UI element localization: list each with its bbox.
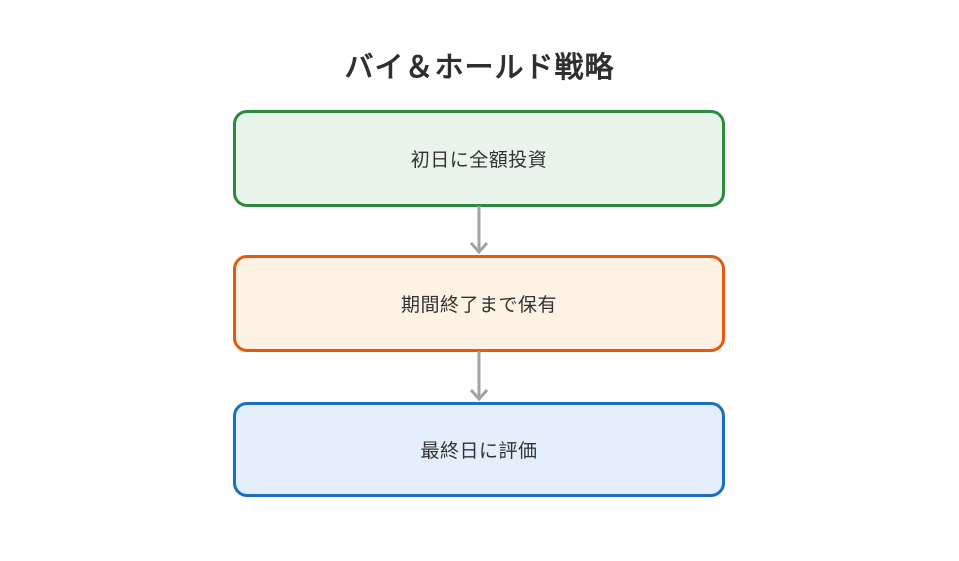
diagram-title: バイ＆ホールド戦略 — [344, 52, 615, 84]
arrow-down-icon — [469, 206, 489, 255]
flow-step-invest-first-day: 初日に全額投資 — [233, 110, 725, 207]
flow-step-invest-first-day-label: 初日に全額投資 — [410, 150, 548, 171]
flow-step-evaluate-final-day: 最終日に評価 — [233, 402, 725, 497]
flow-step-evaluate-final-day-label: 最終日に評価 — [420, 441, 538, 462]
arrow-down-icon — [469, 351, 489, 402]
flow-step-hold-until-end-label: 期間終了まで保有 — [400, 295, 557, 316]
flow-step-hold-until-end: 期間終了まで保有 — [233, 255, 725, 352]
